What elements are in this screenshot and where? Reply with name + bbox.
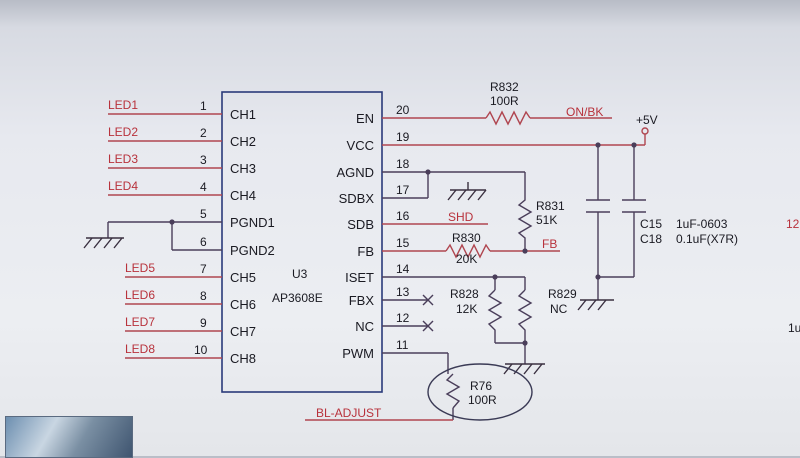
ground-symbol-agnd (447, 182, 487, 201)
pin-name: CH7 (230, 324, 256, 339)
pgnd-junction (169, 219, 175, 225)
net-label-shd: SHD (448, 210, 474, 224)
pin-name: PGND2 (230, 243, 275, 258)
pin-number: 13 (396, 285, 410, 299)
r828-ref: R828 (450, 287, 479, 301)
pin-name: FBX (349, 293, 375, 308)
pin-name: SDBX (339, 191, 375, 206)
r831-value: 51K (536, 213, 557, 227)
pin-name: NC (355, 319, 374, 334)
net-label-led: LED1 (108, 98, 138, 112)
r76-highlight-circle (427, 363, 533, 421)
pin-number: 16 (396, 209, 410, 223)
net-label-led: LED4 (108, 179, 138, 193)
pin-number: 20 (396, 103, 410, 117)
pin-number: 4 (200, 180, 207, 194)
r830-value: 20K (456, 252, 477, 266)
pin-number: 2 (200, 126, 207, 140)
chip-ref: U3 (292, 267, 308, 281)
net-label-led: LED6 (125, 288, 155, 302)
pin-name: PWM (342, 346, 374, 361)
c15-value: 1uF-0603 (676, 217, 728, 231)
pin-name: CH6 (230, 297, 256, 312)
pin-number: 14 (396, 262, 410, 276)
edge-fragment-mid: 1u (788, 321, 800, 335)
net-label-on-bk: ON/BK (566, 105, 603, 119)
left-pin-wires (107, 113, 222, 359)
pin-name: CH4 (230, 188, 256, 203)
pin-number: 15 (396, 236, 410, 250)
net-label-led: LED3 (108, 152, 138, 166)
no-connect-marks (422, 294, 434, 332)
pin-name: CH3 (230, 161, 256, 176)
net-label-vcc: +5V (636, 113, 658, 127)
pin-number: 18 (396, 157, 410, 171)
r828-value: 12K (456, 302, 477, 316)
wire-junctions (425, 142, 637, 346)
pin-number: 8 (200, 289, 207, 303)
edge-fragment-top: 12 (786, 217, 800, 231)
pin-number: 6 (200, 235, 207, 249)
net-label-led: LED5 (125, 261, 155, 275)
pin-name: CH8 (230, 351, 256, 366)
pin-name: CH2 (230, 134, 256, 149)
right-pin-labels: EN VCC AGND SDBX SDB FB ISET FBX NC PWM … (336, 103, 409, 361)
c15-ref: C15 (640, 217, 662, 231)
component-labels: R832 100R R831 51K R830 20K R828 12K R82… (450, 80, 738, 407)
r832-ref: R832 (490, 80, 519, 94)
c18-ref: C18 (640, 232, 662, 246)
pin-name: VCC (347, 138, 374, 153)
pin-number: 12 (396, 311, 410, 325)
pin-number: 19 (396, 130, 410, 144)
net-label-led: LED8 (125, 342, 155, 356)
pin-name: CH1 (230, 107, 256, 122)
pin-number: 11 (396, 338, 409, 352)
pin-name: SDB (347, 217, 374, 232)
r829-value: NC (550, 302, 568, 316)
net-label-led: LED2 (108, 125, 138, 139)
pin-number: 1 (200, 99, 207, 113)
pin-name: CH5 (230, 270, 256, 285)
pin-name: FB (357, 244, 374, 259)
net-label-led: LED7 (125, 315, 155, 329)
pin-name: EN (356, 111, 374, 126)
pin-name: AGND (336, 165, 374, 180)
pin-name: PGND1 (230, 215, 275, 230)
c18-value: 0.1uF(X7R) (676, 232, 738, 246)
pin-number: 5 (200, 207, 207, 221)
vcc-terminal-icon (641, 127, 649, 135)
chip-part: AP3608E (272, 291, 323, 305)
pin-number: 9 (200, 316, 207, 330)
r832-value: 100R (490, 94, 519, 108)
net-label-fb: FB (542, 237, 557, 251)
pin-number: 10 (194, 343, 208, 357)
photo-thumbnail (5, 416, 133, 458)
pin-number: 17 (396, 183, 410, 197)
pin-number: 3 (200, 153, 207, 167)
pin-name: ISET (345, 270, 374, 285)
r76-value: 100R (468, 393, 497, 407)
pin-number: 7 (200, 262, 207, 276)
r831-ref: R831 (536, 199, 565, 213)
left-pin-labels: CH1 CH2 CH3 CH4 PGND1 PGND2 CH5 CH6 CH7 … (108, 98, 275, 366)
ground-symbol-pgnd (83, 237, 124, 249)
ground-symbol-cap (577, 299, 614, 311)
capacitor-plates (586, 199, 646, 213)
net-label-bl-adjust: BL-ADJUST (316, 406, 382, 420)
right-pin-wires (305, 110, 646, 421)
chip-body (221, 91, 383, 393)
r829-ref: R829 (548, 287, 577, 301)
r76-ref: R76 (470, 379, 492, 393)
r830-ref: R830 (452, 231, 481, 245)
